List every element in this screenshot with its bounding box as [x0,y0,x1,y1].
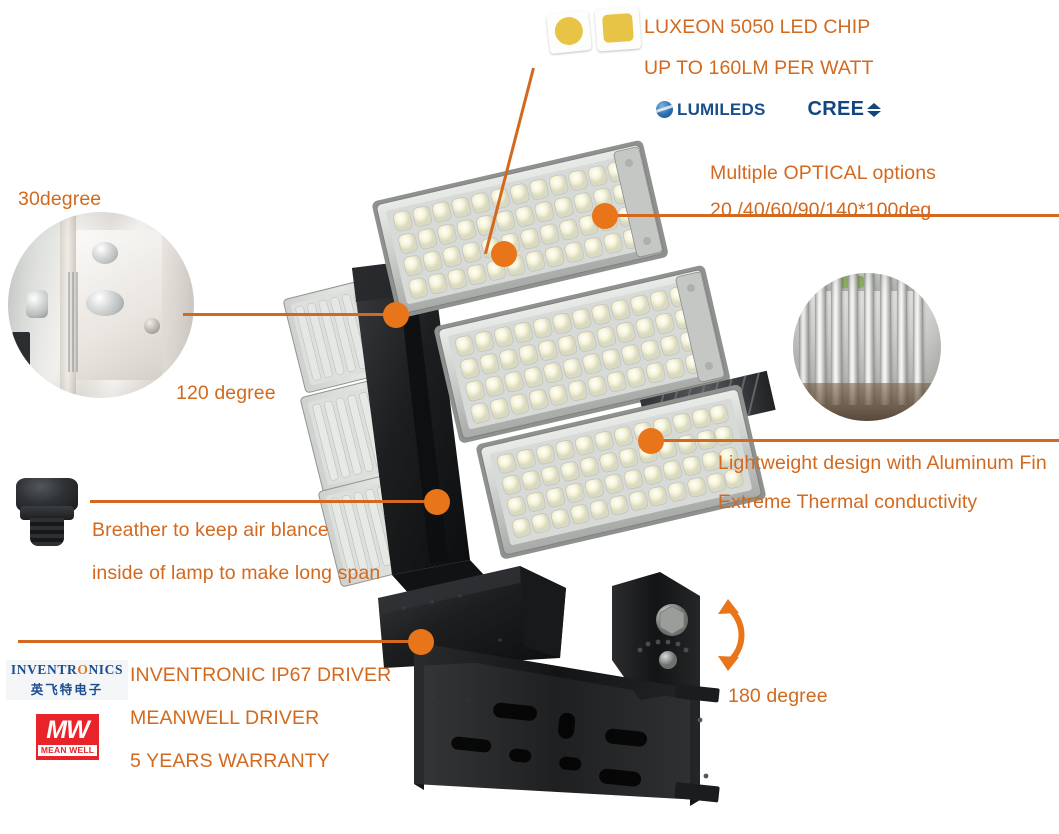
leader-dot-optical [592,203,618,229]
callout-led-chip: LUXEON 5050 LED CHIP UP TO 160LM PER WAT… [644,12,882,121]
breather-plug-image [16,478,86,554]
leader-line-led-chip [483,67,535,255]
callout-180-degree: 180 degree [728,685,828,707]
inventronics-cn-label: 英飞特电子 [30,683,104,697]
breather-thread [30,518,64,546]
breather-line-1: Breather to keep air blance [92,519,329,541]
driver-logos: INVENTRONICS 英飞特电子 MW MEAN WELL [6,660,128,760]
cree-label: CREE [807,98,865,120]
driver-line-3: 5 YEARS WARRANTY [130,750,330,772]
optical-line-1: Multiple OPTICAL options [710,162,937,184]
optical-line-2: 20 /40/60/90/140*100deg [710,199,932,221]
leader-line-driver [18,640,430,643]
aluminum-fin-detail-photo [793,273,941,421]
callout-120-degree: 120 degree [176,382,276,404]
leader-dot-120-degree [383,302,409,328]
led-chip-line-2: UP TO 160LM PER WATT [644,57,874,79]
callout-aluminum-fin: Lightweight design with Aluminum Fin Ext… [718,448,1047,518]
breather-rim [20,506,74,520]
leader-line-optical [604,214,1059,217]
leader-line-120-degree [183,313,397,316]
aluminum-line-1: Lightweight design with Aluminum Fin [718,452,1047,474]
hinge-detail-photo [8,212,194,398]
inventronics-en-label: INVENTRONICS [10,662,124,677]
callout-30-degree: 30degree [18,188,102,210]
leader-dot-led-chip [491,241,517,267]
callout-breather: Breather to keep air blance inside of la… [92,515,380,589]
callout-driver: INVENTRONIC IP67 DRIVER MEANWELL DRIVER … [130,660,391,777]
driver-line-1: INVENTRONIC IP67 DRIVER [130,664,392,686]
led-chip-left [546,9,592,55]
lumileds-globe-icon [656,101,673,118]
leader-line-breather [90,500,446,503]
led-chip-line-1: LUXEON 5050 LED CHIP [644,16,871,38]
meanwell-mark: MW [46,716,89,744]
cree-logo: CREE [807,98,882,121]
leader-dot-driver [408,629,434,655]
meanwell-sub-label: MEAN WELL [38,745,97,756]
led-chip-right [594,6,642,52]
breather-line-2: inside of lamp to make long span [92,562,381,584]
leader-dot-aluminum [638,428,664,454]
meanwell-logo: MW MEAN WELL [36,714,99,760]
driver-line-2: MEANWELL DRIVER [130,707,320,729]
rotation-arrow [706,595,766,675]
inventronics-logo: INVENTRONICS 英飞特电子 [6,660,128,700]
cree-diamond-icon [867,102,882,117]
lumileds-label: LUMILEDS [677,99,766,119]
leader-line-aluminum [660,439,1059,442]
lumileds-logo: LUMILEDS [656,100,765,120]
leader-dot-breather [424,489,450,515]
aluminum-line-2: Extreme Thermal conductivity [718,491,978,513]
curved-double-arrow-icon [718,599,745,671]
